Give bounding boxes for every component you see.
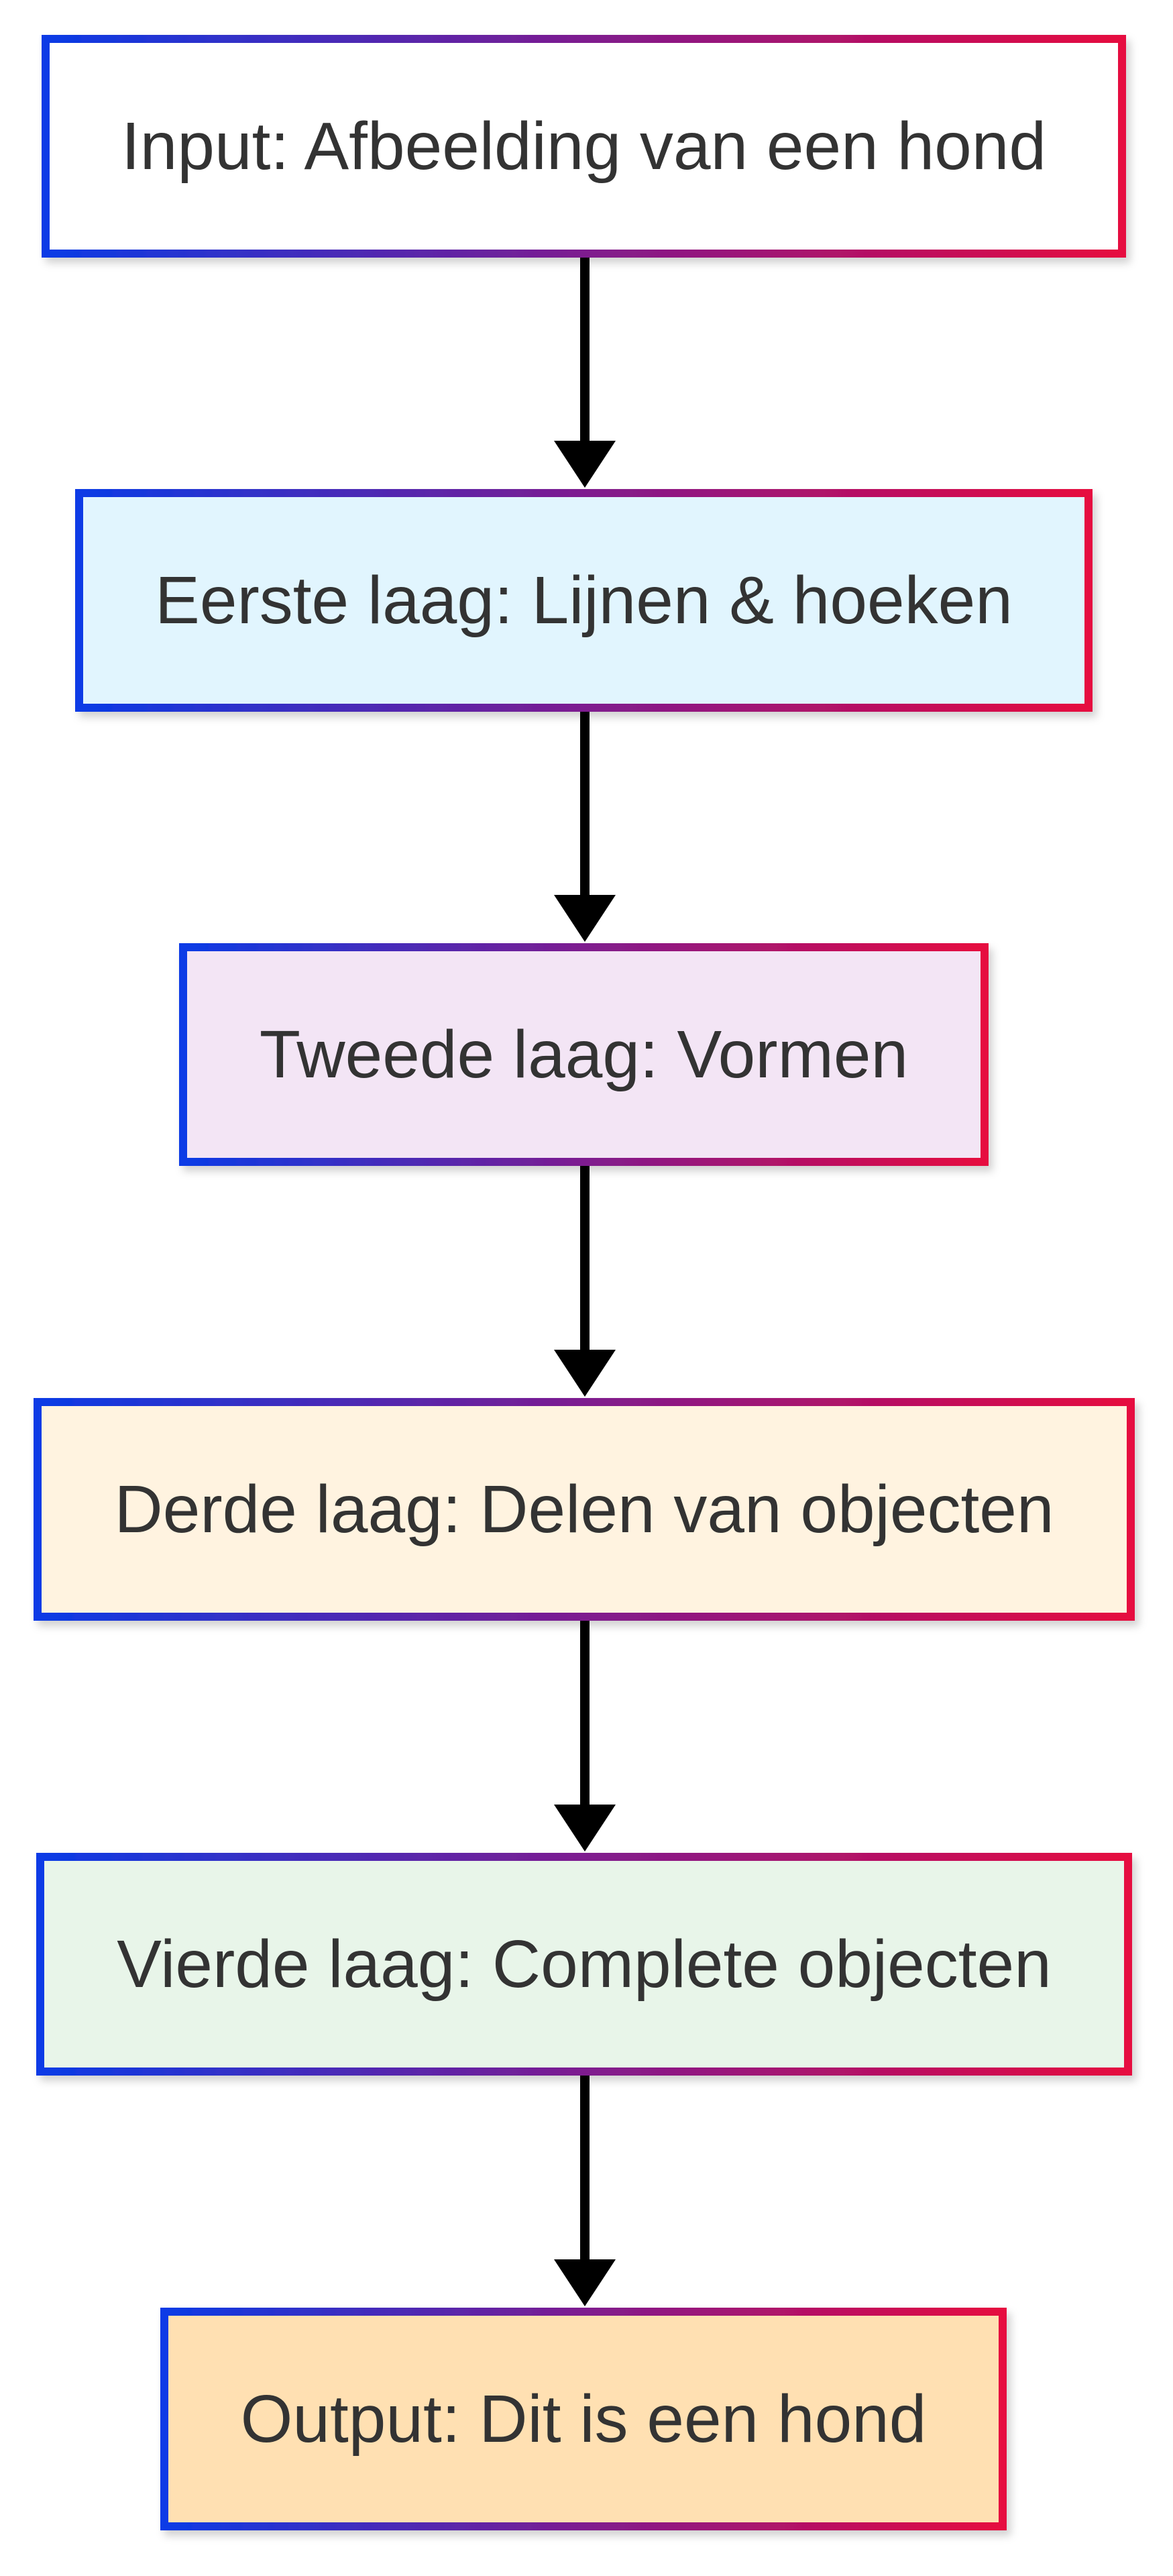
node-box	[42, 35, 1126, 258]
arrow-head-icon	[554, 895, 616, 942]
node-layer1: Eerste laag: Lijnen & hoeken	[75, 489, 1093, 712]
arrow-head-icon	[554, 1350, 616, 1397]
node-label: Output: Dit is een hond	[241, 2381, 927, 2457]
edge-layer2-to-layer3	[554, 1166, 616, 1397]
node-box	[75, 489, 1093, 712]
arrow-head-icon	[554, 1805, 616, 1851]
node-box	[160, 2308, 1007, 2530]
node-layer4: Vierde laag: Complete objecten	[36, 1853, 1132, 2076]
node-label: Derde laag: Delen van objecten	[115, 1472, 1054, 1547]
node-box	[179, 943, 989, 1166]
node-output: Output: Dit is een hond	[160, 2308, 1007, 2530]
node-layer3: Derde laag: Delen van objecten	[34, 1398, 1135, 1621]
node-layer2: Tweede laag: Vormen	[179, 943, 989, 1166]
edges-layer	[554, 258, 616, 2306]
node-label: Vierde laag: Complete objecten	[117, 1927, 1052, 2002]
node-label: Eerste laag: Lijnen & hoeken	[155, 563, 1013, 638]
node-box	[36, 1853, 1132, 2076]
edge-input-to-layer1	[554, 258, 616, 488]
edge-layer1-to-layer2	[554, 712, 616, 942]
node-label: Tweede laag: Vormen	[260, 1017, 908, 1092]
arrow-head-icon	[554, 441, 616, 488]
edge-layer3-to-layer4	[554, 1621, 616, 1851]
arrow-head-icon	[554, 2259, 616, 2306]
edge-layer4-to-output	[554, 2076, 616, 2306]
node-label: Input: Afbeelding van een hond	[121, 109, 1046, 184]
node-box	[34, 1398, 1135, 1621]
node-input: Input: Afbeelding van een hond	[42, 35, 1126, 258]
